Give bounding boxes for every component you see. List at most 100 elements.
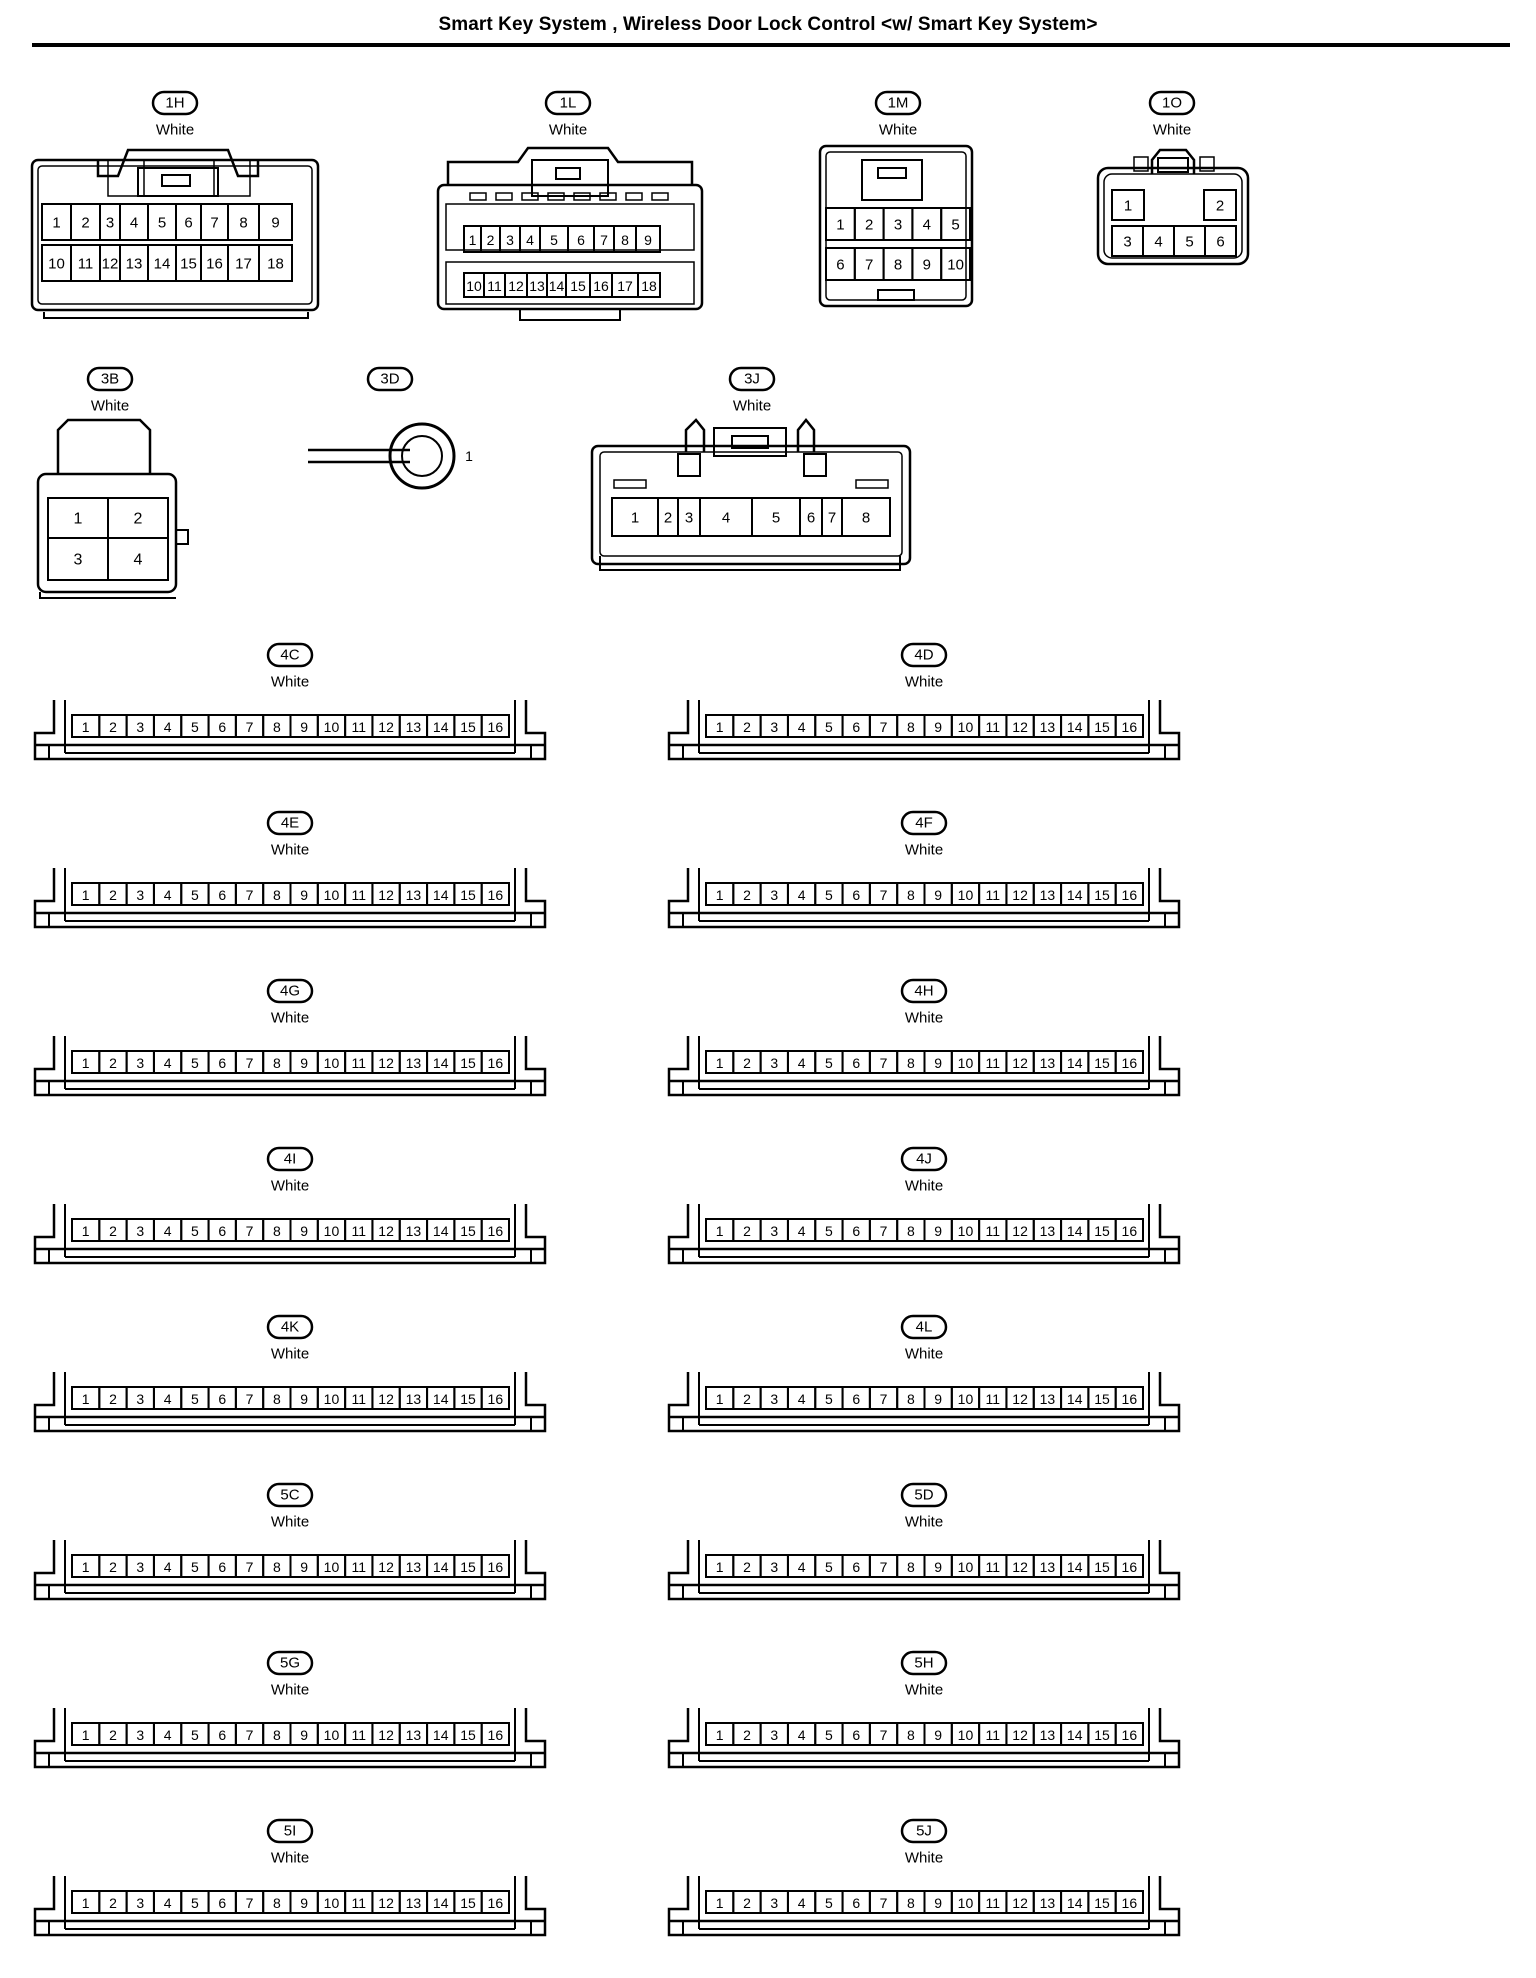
pin-number: 3 <box>136 887 144 903</box>
pin-number: 1 <box>82 1391 90 1407</box>
pin-number: 17 <box>617 278 633 294</box>
pin-number: 13 <box>406 1055 422 1071</box>
pin-number: 1 <box>465 448 473 464</box>
pin-number: 6 <box>852 1727 860 1743</box>
connector-color: White <box>271 1514 309 1531</box>
pin-number: 10 <box>324 1559 340 1575</box>
pin-number: 12 <box>1012 1895 1028 1911</box>
connector-color: White <box>905 1514 943 1531</box>
pin-number: 1 <box>82 1727 90 1743</box>
pin-number: 2 <box>1216 198 1224 215</box>
pin-number: 7 <box>865 257 873 274</box>
pin-number: 13 <box>406 1895 422 1911</box>
connector-color: White <box>271 1010 309 1027</box>
pin-cell <box>480 1218 510 1242</box>
pin-number: 11 <box>986 1391 1001 1407</box>
pin-number: 2 <box>109 1727 117 1743</box>
pin-number: 6 <box>218 887 226 903</box>
connector-id: 5H <box>914 1655 933 1672</box>
pin-number: 13 <box>406 1223 422 1239</box>
pin-number: 1 <box>82 887 90 903</box>
pin-number: 7 <box>880 719 888 735</box>
pin-number: 9 <box>300 1055 308 1071</box>
connector-id: 4E <box>281 815 299 832</box>
pin-number: 7 <box>246 1055 254 1071</box>
pin-number: 5 <box>550 232 558 248</box>
pin-number: 4 <box>164 1391 172 1407</box>
pin-number: 3 <box>894 217 902 234</box>
pin-number: 2 <box>109 1559 117 1575</box>
pin-number: 1 <box>52 215 60 232</box>
pin-number: 14 <box>1067 1391 1083 1407</box>
pin-number: 7 <box>246 1223 254 1239</box>
pin-number: 7 <box>880 887 888 903</box>
pin-number: 4 <box>164 887 172 903</box>
pin-number: 12 <box>508 278 524 294</box>
pin-number: 11 <box>986 1055 1001 1071</box>
pin-number: 3 <box>685 510 693 527</box>
pin-number: 5 <box>825 887 833 903</box>
pin-number: 14 <box>433 1223 449 1239</box>
pin-number: 6 <box>218 1391 226 1407</box>
pin-cell <box>940 207 972 241</box>
pin-cell <box>1114 1386 1144 1410</box>
pin-number: 3 <box>770 1223 778 1239</box>
pin-number: 4 <box>923 217 931 234</box>
pin-number: 1 <box>716 1895 724 1911</box>
pin-number: 13 <box>406 1559 422 1575</box>
connector-color: White <box>271 1682 309 1699</box>
pin-number: 15 <box>460 1391 476 1407</box>
pin-number: 14 <box>1067 1559 1083 1575</box>
pin-number: 9 <box>934 1895 942 1911</box>
pin-number: 4 <box>526 232 534 248</box>
pin-number: 16 <box>593 278 609 294</box>
pin-number: 8 <box>273 887 281 903</box>
pin-number: 14 <box>1067 1895 1083 1911</box>
pin-number: 12 <box>378 1055 394 1071</box>
pin-number: 13 <box>1040 1727 1056 1743</box>
pin-number: 1 <box>82 1223 90 1239</box>
pin-number: 14 <box>549 278 565 294</box>
pin-number: 9 <box>934 1559 942 1575</box>
pin-number: 16 <box>488 1391 504 1407</box>
pin-number: 2 <box>109 887 117 903</box>
pin-number: 15 <box>180 256 197 273</box>
page-title: Smart Key System , Wireless Door Lock Co… <box>438 14 1098 35</box>
pin-number: 11 <box>487 278 502 294</box>
pin-number: 5 <box>191 1727 199 1743</box>
connector-id-badge <box>900 1482 948 1508</box>
pin-number: 9 <box>923 257 931 274</box>
pin-cell <box>480 1554 510 1578</box>
pin-number: 15 <box>460 1055 476 1071</box>
pin-number: 6 <box>852 719 860 735</box>
pin-number: 1 <box>716 1391 724 1407</box>
pin-number: 15 <box>1094 719 1110 735</box>
pin-cell <box>1111 189 1145 221</box>
pin-number: 10 <box>958 1559 974 1575</box>
pin-number: 9 <box>934 1223 942 1239</box>
pin-cell <box>1114 714 1144 738</box>
connector-id-badge <box>728 366 776 392</box>
connector-id-badge <box>900 1314 948 1340</box>
connector-id-badge <box>266 1818 314 1844</box>
pin-number: 4 <box>798 1895 806 1911</box>
pin-number: 8 <box>239 215 247 232</box>
pin-number: 9 <box>300 1559 308 1575</box>
pin-number: 8 <box>907 1391 915 1407</box>
pin-number: 4 <box>722 510 730 527</box>
pin-number: 13 <box>406 719 422 735</box>
connector-id-badge <box>266 642 314 668</box>
pin-number: 6 <box>184 215 192 232</box>
pin-number: 4 <box>134 552 143 569</box>
